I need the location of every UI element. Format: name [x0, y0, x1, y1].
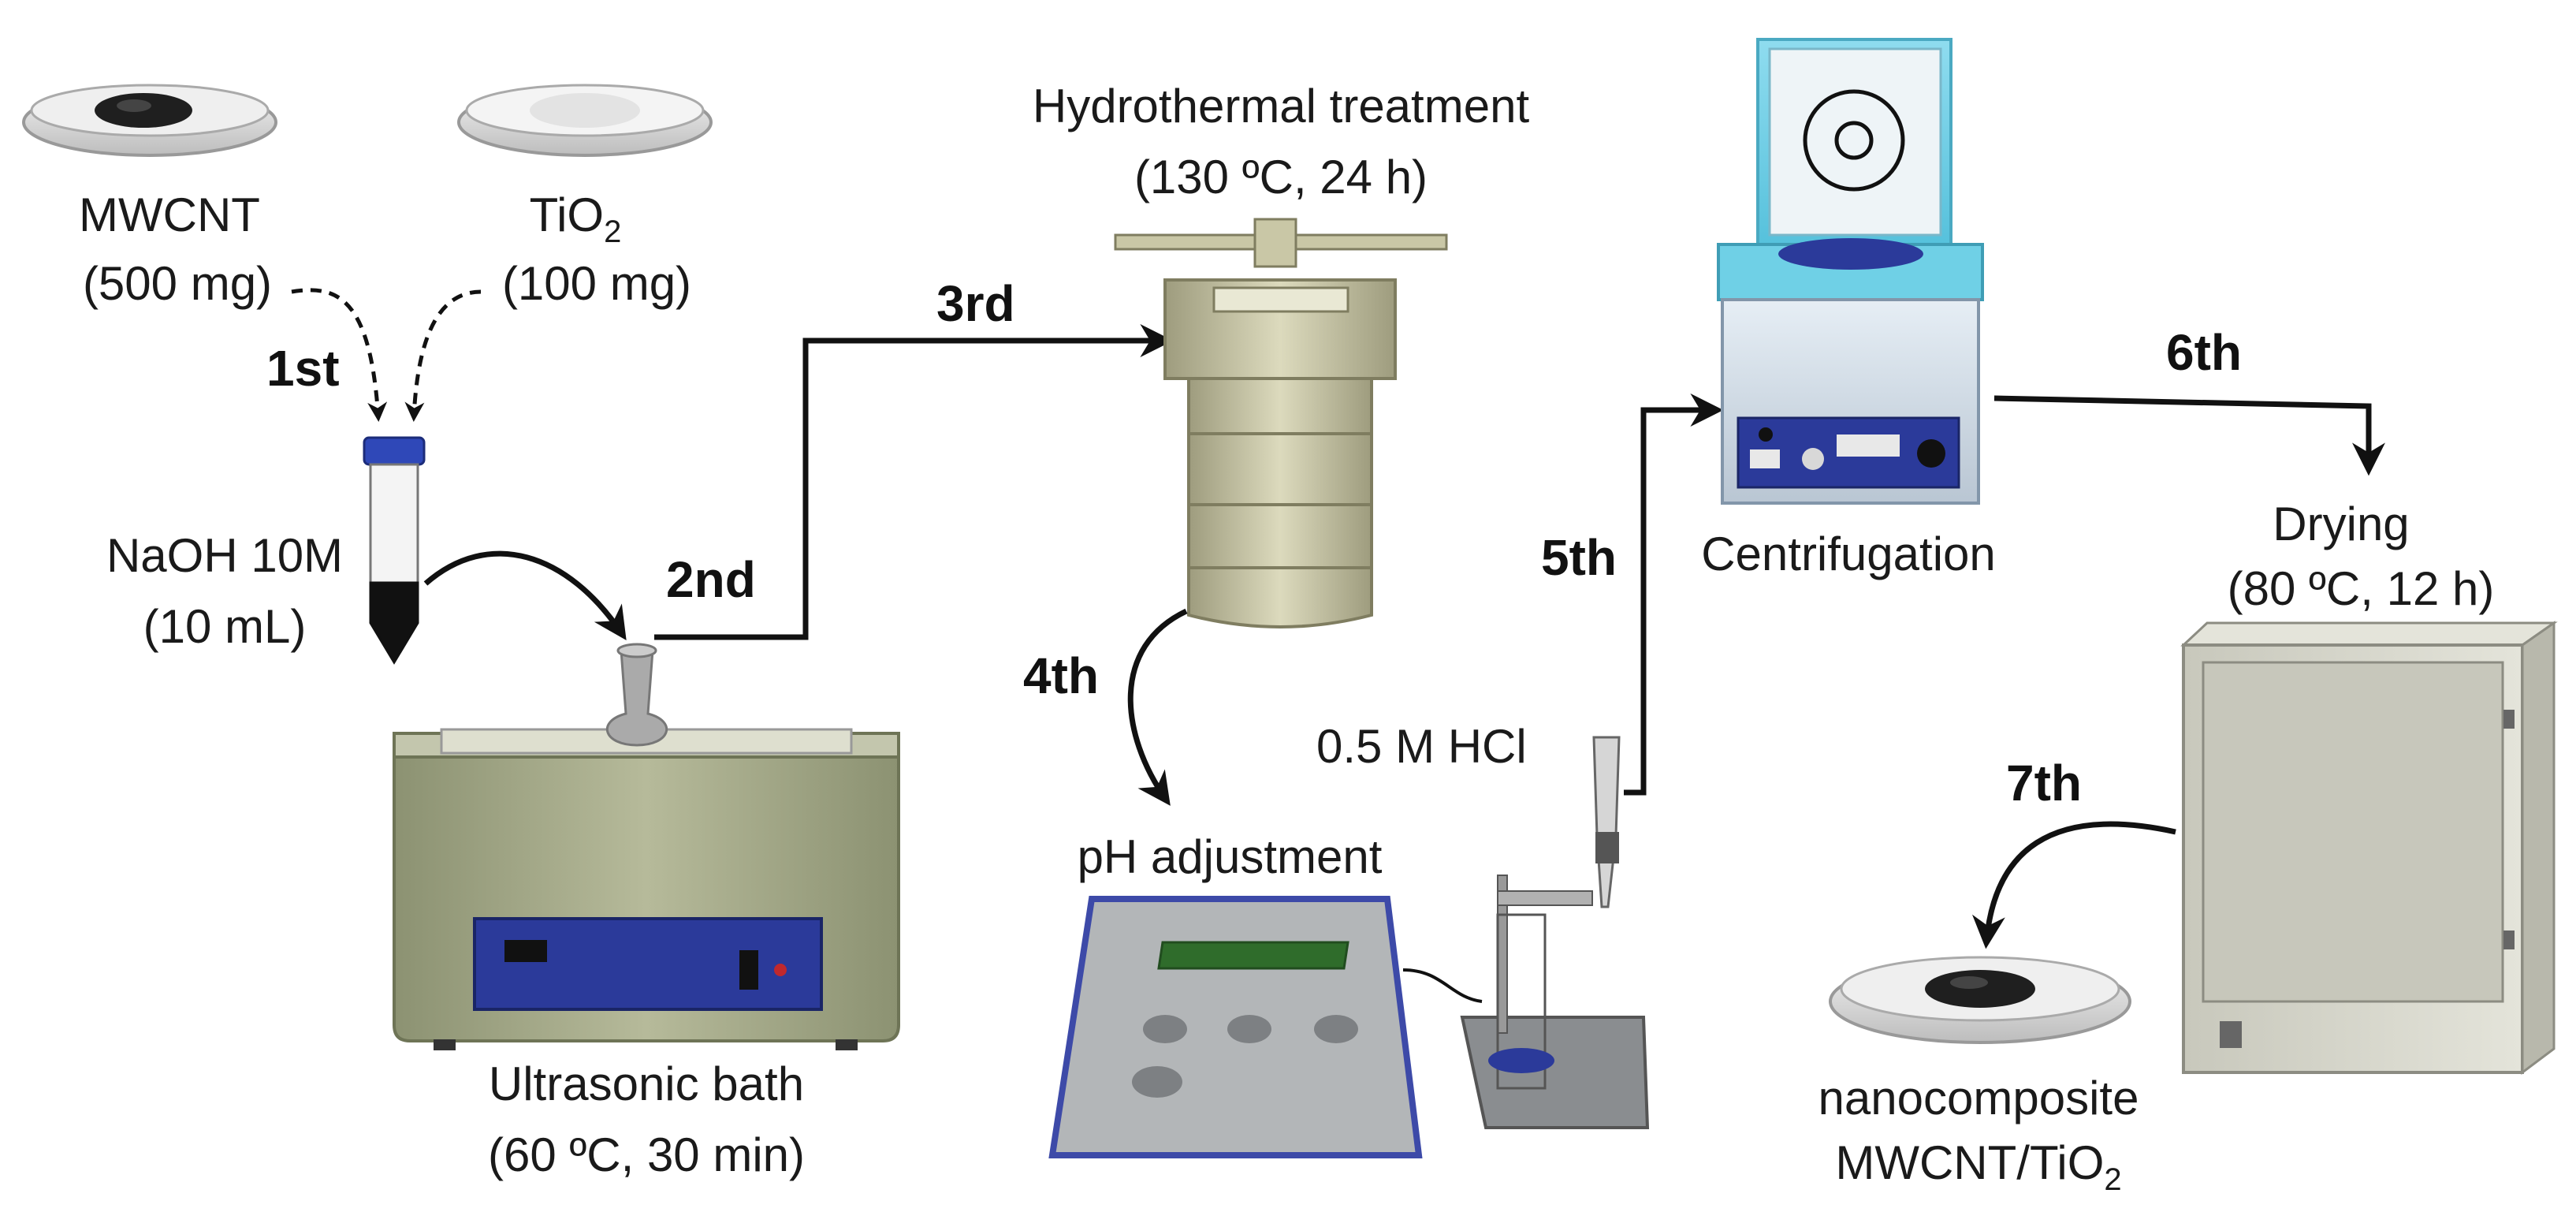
arrow-autoclave-to-ph [1127, 608, 1188, 806]
hydrothermal-conditions-text: (130 ºC, 24 h) [1134, 151, 1428, 203]
dashed-arrow-tio2 [404, 289, 482, 422]
naoh-name: NaOH 10M [106, 529, 344, 582]
tio2-amount-text: (100 mg) [501, 257, 692, 310]
product-line2: MWCNT/TiO2 [1766, 1136, 2191, 1197]
product-petri-dish [1829, 956, 2131, 1044]
hydrothermal-conditions: (130 ºC, 24 h) [1088, 150, 1474, 205]
ph-label: pH adjustment [1033, 830, 1427, 885]
ultrasonic-bath [393, 643, 900, 1050]
drying-name: Drying [2273, 498, 2410, 550]
mwcnt-label: MWCNT [79, 188, 260, 243]
arrow-oven-to-product [1972, 821, 2176, 949]
drying-conditions: (80 ºC, 12 h) [2176, 561, 2546, 617]
product-line1-text: nanocomposite [1818, 1072, 2139, 1124]
dashed-arrow-mwcnt [291, 288, 388, 422]
step-3rd: 3rd [936, 275, 1015, 332]
step-1st: 1st [266, 340, 340, 397]
naoh-amount-text: (10 mL) [143, 600, 307, 653]
tio2-subscript: 2 [604, 214, 622, 249]
hcl-text: 0.5 M HCl [1316, 720, 1527, 773]
product-formula: MWCNT/TiO [1835, 1136, 2105, 1189]
ultrasonic-conditions-text: (60 ºC, 30 min) [487, 1128, 806, 1181]
hydrothermal-label: Hydrothermal treatment [977, 79, 1584, 134]
mwcnt-amount-text: (500 mg) [82, 257, 273, 310]
tio2-petri-dish [457, 84, 713, 157]
tio2-name: TiO [529, 188, 605, 241]
centrifuge [1717, 38, 1984, 505]
step-5th: 5th [1541, 529, 1617, 586]
product-formula-subscript: 2 [2104, 1162, 2122, 1197]
mwcnt-petri-dish [22, 84, 277, 157]
hcl-label: 0.5 M HCl [1316, 719, 1616, 774]
naoh-label: NaOH 10M [79, 528, 370, 584]
mwcnt-amount: (500 mg) [63, 256, 292, 311]
step-6th: 6th [2166, 324, 2242, 381]
drying-oven [2180, 621, 2558, 1075]
step-2nd: 2nd [666, 551, 756, 608]
ultrasonic-conditions: (60 ºC, 30 min) [426, 1128, 867, 1183]
drying-label: Drying [2223, 497, 2459, 552]
step-4th: 4th [1023, 647, 1099, 704]
ph-meter [1048, 736, 1650, 1158]
tio2-label: TiO2 [497, 188, 654, 249]
tio2-amount: (100 mg) [482, 256, 711, 311]
ultrasonic-label: Ultrasonic bath [426, 1057, 867, 1112]
curved-arrow-to-bath [423, 550, 627, 640]
arrow-ph-to-centrifuge [1624, 393, 1724, 796]
autoclave [1114, 218, 1448, 628]
product-line1: nanocomposite [1766, 1071, 2191, 1126]
centrifugation-label: Centrifugation [1671, 527, 2026, 582]
ph-name: pH adjustment [1077, 830, 1383, 883]
naoh-tube [363, 436, 426, 665]
mwcnt-name: MWCNT [79, 188, 260, 241]
step-7th: 7th [2006, 755, 2082, 811]
centrifugation-name: Centrifugation [1701, 528, 1996, 580]
drying-conditions-text: (80 ºC, 12 h) [2227, 562, 2495, 615]
ultrasonic-name: Ultrasonic bath [488, 1057, 805, 1110]
arrow-centrifuge-to-oven [1993, 395, 2385, 476]
naoh-amount: (10 mL) [118, 599, 331, 655]
hydrothermal-name: Hydrothermal treatment [1032, 80, 1530, 132]
arrow-bath-to-autoclave [654, 324, 1174, 640]
